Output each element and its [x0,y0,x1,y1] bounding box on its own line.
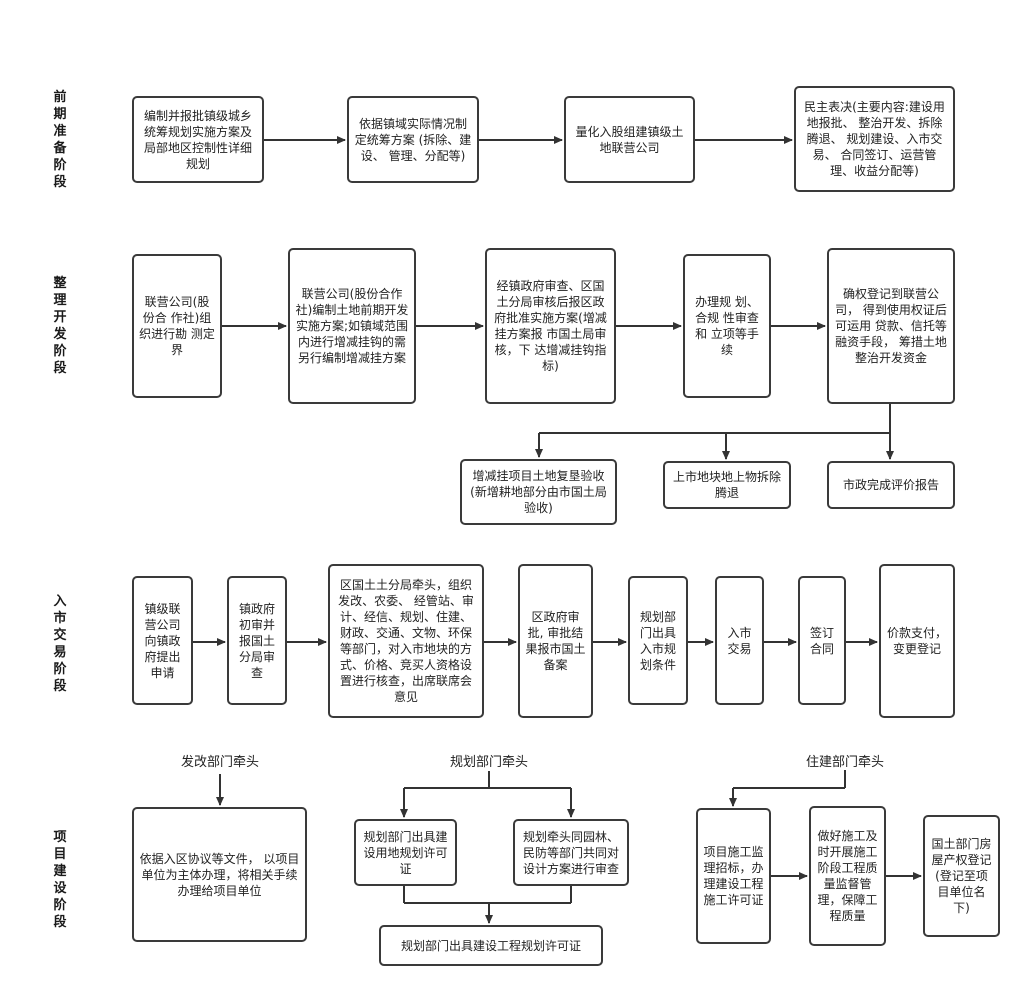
box-quality-supervision: 做好施工及 时开展施工 阶段工程质量监督管理，保障工程质量 [809,806,886,946]
box-planning-conditions: 规划部门出具入市规划条件 [628,576,688,705]
box-text: 规划部门出具建设工程规划许可证 [400,938,581,953]
box-company-application: 镇级联营公司向镇政府提出申请 [132,576,193,705]
box-compile-plan: 编制并报批镇级城乡统筹规划实施方案及局部地区控制性详细规划 [132,96,264,183]
box-text: 市政完成评价报告 [842,478,939,492]
box-project-unit-procedures: 依据入区协议等文件， 以项目单位为主体办理，将相关手续办理给项目单位 [132,807,307,942]
box-sign-contract: 签订合同 [798,576,846,705]
box-text: 区国土土分局牵头，组织发改、农委、 经管站、审计、经信、规划、住建、财政、交通、… [338,578,474,704]
box-pre-development-plan: 联营公司(股份合作社)编制土地前期开发实施方案;如镇域范围内进行增减挂钩的需另行… [288,248,416,404]
box-text: 签订合同 [809,625,834,656]
box-payment-registration: 价款支付，变更登记 [879,564,955,718]
lead-label-housing-construction: 住建部门牵头 [805,755,884,770]
box-text: 编制并报批镇级城乡统筹规划实施方案及局部地区控制性详细规划 [143,108,252,171]
box-text: 依据入区协议等文件， 以项目单位为主体办理，将相关手续办理给项目单位 [139,851,300,898]
box-text: 规划部门出具建设用地规划许可证 [363,829,448,876]
box-text: 价款支付，变更登记 [886,626,947,656]
box-text: 增减挂项目土地复垦验收(新增耕地部分由市国土局验收) [470,469,607,515]
box-land-use-permit: 规划部门出具建设用地规划许可证 [354,819,457,886]
box-text: 办理规 划、合规 性审查和 立项等手续 [695,295,759,357]
box-survey-boundary: 联营公司(股份合 作社)组 织进行勘 测定界 [132,254,222,398]
phase-label-development: 整 理 开 发 阶 段 [53,276,67,376]
box-text: 上市地块地上物拆除腾退 [672,470,781,500]
box-government-review: 经镇政府审查、区国土分局审核后报区政府批准实施方案(增减挂方案报 市国土局审核，… [485,248,616,404]
phase-label-construction: 项 目 建 设 阶 段 [53,830,67,930]
box-text: 规划部门出具入市规划条件 [639,609,676,672]
branch-s4-lead2 [404,771,571,789]
box-text: 入市交易 [727,625,752,656]
box-text: 量化入股组建镇级土地联营公司 [575,124,684,155]
phase-label-market-trading: 入 市 交 易 阶 段 [53,594,67,694]
box-property-registration: 国土部门房屋产权登记(登记至项目单位名下) [923,815,1000,937]
phase-label-preparation: 前 期 准 备 阶 段 [53,90,67,190]
box-text: 规划牵头同园林、民防等部门共同对设计方案进行审查 [522,829,619,876]
box-text: 项目施工监理招标，办理建设工程施工许可证 [703,845,764,907]
box-district-approval: 区政府审批, 审批结果报市国土备案 [518,564,593,718]
branch-s4-lead3 [733,770,846,789]
box-market-trading: 入市交易 [715,576,764,705]
box-text: 镇政府初审并报国土分局审查 [238,601,275,680]
box-text: 做好施工及 时开展施工 阶段工程质量监督管理，保障工程质量 [817,829,878,923]
box-democratic-vote: 民主表决(主要内容:建设用 地报批、 整治开发、拆除腾退、 规划建设、入市交易、… [794,86,955,192]
box-text: 确权登记到联营公司， 得到使用权证后可运用 贷款、信托等融资手段， 筹措土地整治… [835,287,947,365]
box-text: 镇级联营公司向镇政府提出申请 [144,601,181,680]
box-planning-approval: 办理规 划、合规 性审查和 立项等手续 [683,254,771,398]
merge-s4 [403,886,572,904]
box-joint-meeting-review: 区国土土分局牵头，组织发改、农委、 经管站、审计、经信、规划、住建、财政、交通、… [328,564,484,718]
box-text: 民主表决(主要内容:建设用 地报批、 整治开发、拆除腾退、 规划建设、入市交易、… [804,100,945,178]
box-reclamation-acceptance: 增减挂项目土地复垦验收(新增耕地部分由市国土局验收) [460,459,617,525]
box-construction-permit: 项目施工监理招标，办理建设工程施工许可证 [696,808,771,944]
box-town-preliminary-review: 镇政府初审并报国土分局审查 [227,576,287,705]
box-text: 依据镇域实际情况制定统筹方案 (拆除、建设、 管理、分配等) [354,116,472,163]
box-municipal-report: 市政完成评价报告 [827,461,955,509]
box-text: 国土部门房屋产权登记(登记至项目单位名下) [931,837,992,915]
lead-label-planning: 规划部门牵头 [449,755,528,770]
box-demolition-clearance: 上市地块地上物拆除腾退 [663,461,791,509]
box-rights-registration: 确权登记到联营公司， 得到使用权证后可运用 贷款、信托等融资手段， 筹措土地整治… [827,248,955,404]
box-text: 区政府审批, 审批结果报市国土备案 [525,610,586,672]
lead-label-development-reform: 发改部门牵头 [180,755,259,770]
branch-s2 [539,404,891,434]
box-overall-scheme: 依据镇域实际情况制定统筹方案 (拆除、建设、 管理、分配等) [347,96,479,183]
box-construction-planning-permit: 规划部门出具建设工程规划许可证 [379,925,603,966]
box-text: 经镇政府审查、区国土分局审核后报区政府批准实施方案(增减挂方案报 市国土局审核，… [494,279,607,373]
box-text: 联营公司(股份合 作社)组 织进行勘 测定界 [139,295,215,357]
box-text: 联营公司(股份合作社)编制土地前期开发实施方案;如镇域范围内进行增减挂钩的需另行… [295,287,409,365]
box-joint-company: 量化入股组建镇级土地联营公司 [564,96,695,183]
box-design-review: 规划牵头同园林、民防等部门共同对设计方案进行审查 [513,819,629,886]
